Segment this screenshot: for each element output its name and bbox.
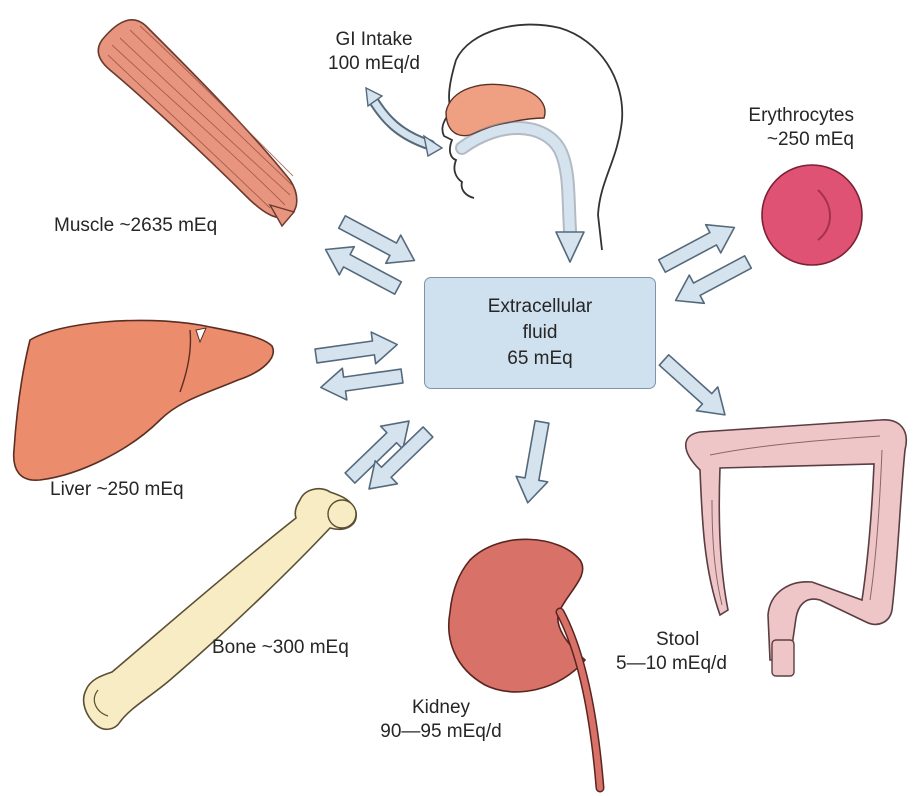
gi-intake-value: 100 mEq/d xyxy=(318,52,430,76)
erythrocyte-illustration xyxy=(762,165,862,265)
erythrocytes-title: Erythrocytes xyxy=(712,104,854,128)
kidney-value: 90—95 mEq/d xyxy=(352,720,530,744)
liver-label: Liver ~250 mEq xyxy=(50,478,184,502)
erythrocytes-label: Erythrocytes ~250 mEq xyxy=(712,104,854,152)
kidney-arrow xyxy=(512,419,558,505)
kidney-illustration xyxy=(449,539,600,788)
liver-exchange-arrows xyxy=(314,329,404,404)
ecf-label-line1: Extracellular xyxy=(488,294,593,320)
kidney-label: Kidney 90—95 mEq/d xyxy=(352,696,530,744)
stool-value: 5—10 mEq/d xyxy=(616,652,776,676)
stool-title: Stool xyxy=(616,628,776,652)
muscle-illustration xyxy=(98,20,296,226)
ecf-label-line2: fluid xyxy=(523,320,558,346)
bone-exchange-arrows xyxy=(339,410,439,501)
bone-label: Bone ~300 mEq xyxy=(212,636,349,660)
erythrocyte-exchange-arrows xyxy=(654,213,755,314)
liver-illustration xyxy=(14,320,274,480)
kidney-title: Kidney xyxy=(352,696,530,720)
stool-label: Stool 5—10 mEq/d xyxy=(616,628,776,676)
gi-intake-label: GI Intake 100 mEq/d xyxy=(318,28,430,76)
ecf-value: 65 mEq xyxy=(507,346,572,372)
erythrocytes-value: ~250 mEq xyxy=(712,128,854,152)
gi-intake-arrow xyxy=(366,88,442,156)
gi-intake-title: GI Intake xyxy=(318,28,430,52)
extracellular-fluid-box: Extracellular fluid 65 mEq xyxy=(424,277,656,389)
stool-arrow xyxy=(653,348,735,427)
muscle-label: Muscle ~2635 mEq xyxy=(54,214,217,238)
head-profile-illustration xyxy=(442,25,622,262)
bone-illustration xyxy=(84,489,357,730)
muscle-exchange-arrows xyxy=(318,208,422,302)
